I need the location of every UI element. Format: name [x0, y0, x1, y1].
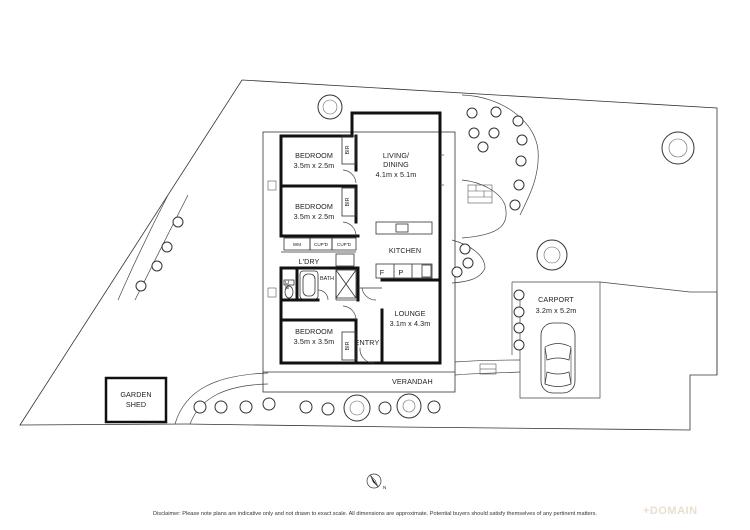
living-name-line2: DINING [383, 160, 409, 169]
carport-name: CARPORT [538, 295, 574, 304]
living-size: 4.1m x 5.1m [376, 170, 417, 179]
cupboard-label-1: CUP'D [314, 242, 329, 247]
disclaimer-text: Disclaimer: Please note plans are indica… [153, 511, 597, 517]
bedroom-1-size: 3.5m x 2.5m [294, 161, 335, 170]
shrub-icon [451, 243, 474, 278]
wet-area-fixtures: WM CUP'D CUP'D [283, 237, 357, 300]
room-labels: BEDROOM 3.5m x 2.5m BEDROOM 3.5m x 2.5m … [285, 145, 430, 350]
trees [135, 94, 695, 422]
garden-beds [117, 94, 539, 425]
bedroom-2-name: BEDROOM [295, 202, 333, 211]
laundry-name: L'DRY [299, 257, 320, 266]
bedroom-3-name: BEDROOM [295, 327, 333, 336]
bedroom-2-size: 3.5m x 2.5m [294, 212, 335, 221]
paver-marks [267, 180, 497, 375]
fridge-label: F [380, 268, 385, 277]
garden-shed: GARDEN SHED [104, 376, 168, 424]
large-tree-icon [317, 94, 343, 120]
verandah: VERANDAH [262, 131, 456, 393]
compass-north-label: N [383, 485, 386, 490]
shrub-icon [466, 106, 528, 211]
bir-label-1: BIR [345, 145, 351, 154]
kitchen-name: KITCHEN [389, 246, 421, 255]
cupboard-label-2: CUP'D [337, 242, 352, 247]
living-name-line1: LIVING/ [383, 151, 409, 160]
site-boundary [19, 79, 718, 431]
shed-line2: SHED [126, 400, 146, 409]
car-icon [540, 322, 576, 394]
bir-label-2: BIR [345, 197, 351, 206]
large-tree-icon [536, 239, 568, 271]
carport-size: 3.2m x 5.2m [536, 306, 577, 315]
pantry-label: P [399, 268, 404, 277]
large-tree-icon [661, 131, 695, 165]
wc-name: WC [285, 280, 291, 289]
large-tree-icon [343, 394, 371, 422]
lounge-name: LOUNGE [395, 309, 426, 318]
verandah-label: VERANDAH [392, 377, 433, 386]
carport: CARPORT 3.2m x 5.2m [511, 281, 691, 399]
shrub-icon [135, 216, 184, 292]
bedroom-3-size: 3.5m x 3.5m [294, 337, 335, 346]
bedroom-1-name: BEDROOM [295, 151, 333, 160]
bath-name: BATH [320, 276, 334, 282]
shrub-icon [193, 397, 441, 416]
door-swings [317, 169, 377, 364]
large-tree-icon [396, 393, 422, 419]
wm-label: WM [293, 242, 301, 247]
entry-name: ENTRY [355, 338, 380, 347]
lounge-size: 3.1m x 4.3m [390, 319, 431, 328]
shed-line1: GARDEN [120, 390, 151, 399]
bir-label-3: BIR [345, 341, 351, 350]
shrub-icon [513, 289, 525, 351]
house-walls [279, 111, 444, 365]
domain-watermark: +DOMAIN [643, 505, 698, 517]
compass-icon: N [366, 473, 386, 490]
